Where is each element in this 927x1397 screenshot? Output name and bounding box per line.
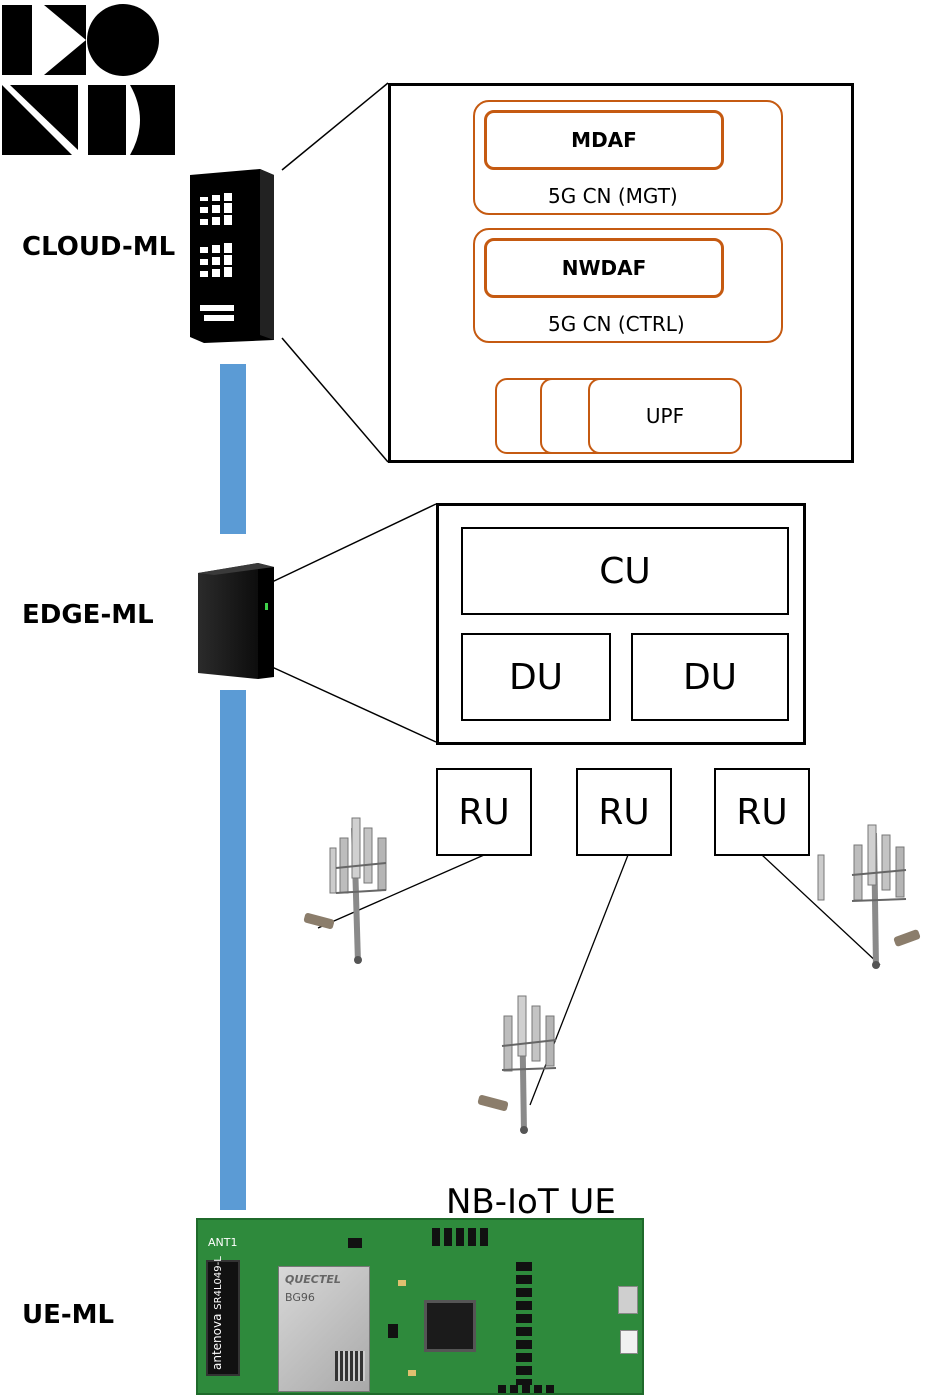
cloud-ml-label: CLOUD-ML	[22, 232, 176, 262]
logo-icon	[2, 4, 175, 155]
nb-iot-ue-title: NB-IoT UE	[446, 1182, 616, 1222]
power-connector	[620, 1330, 638, 1354]
antenna-part: SR4L049-L	[213, 1256, 224, 1310]
du-box-left: DU	[461, 633, 611, 721]
cloud-edge-link	[220, 364, 246, 534]
usb-connector	[618, 1286, 638, 1314]
nwdaf-box: NWDAF	[484, 238, 724, 298]
cloud-server-icon	[190, 169, 274, 343]
cn-ctrl-label: 5G CN (CTRL)	[548, 312, 685, 336]
ant1-label: ANT1	[208, 1236, 238, 1249]
upf-label: UPF	[645, 404, 685, 428]
ru-box-3: RU	[714, 768, 810, 856]
module-brand: QUECTEL	[285, 1273, 341, 1286]
mcu-chip	[424, 1300, 476, 1352]
mdaf-box: MDAF	[484, 110, 724, 170]
upf-box: UPF	[588, 378, 742, 454]
edge-server-icon	[198, 563, 274, 679]
quectel-module: QUECTEL BG96	[278, 1266, 370, 1392]
header-pins-top	[432, 1228, 492, 1246]
antenna-chip: antenova SR4L049-L	[206, 1256, 240, 1376]
antenna-label: antenova	[210, 1313, 224, 1370]
edge-ml-label: EDGE-ML	[22, 600, 154, 630]
header-pins-right	[516, 1258, 532, 1388]
cell-tower-icon-middle	[477, 995, 557, 1134]
nb-iot-board: antenova SR4L049-L ANT1 QUECTEL BG96	[196, 1218, 644, 1395]
edge-ue-link	[220, 690, 246, 1210]
ru-box-1: RU	[436, 768, 532, 856]
ru-box-2: RU	[576, 768, 672, 856]
module-model: BG96	[285, 1291, 315, 1304]
du-box-right: DU	[631, 633, 789, 721]
cn-mgt-label: 5G CN (MGT)	[548, 184, 678, 208]
cell-tower-icon-left	[303, 817, 387, 964]
cell-tower-icon-right	[817, 824, 921, 969]
header-pins-bottom	[498, 1385, 558, 1393]
ue-ml-label: UE-ML	[22, 1300, 115, 1330]
cu-box: CU	[461, 527, 789, 615]
